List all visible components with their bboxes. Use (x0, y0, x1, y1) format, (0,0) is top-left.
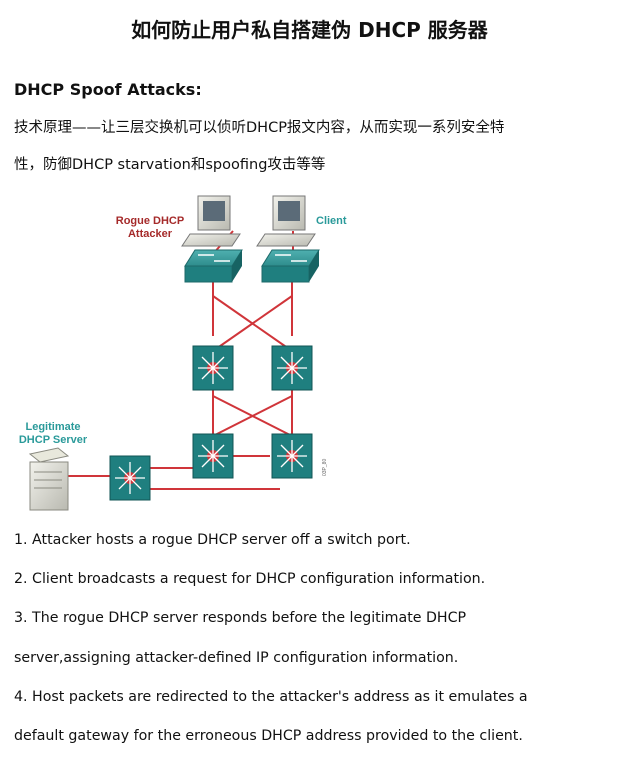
access-switch-right-icon (261, 249, 320, 283)
rogue-label-line1: Rogue DHCP (116, 215, 184, 227)
legitimate-server-icon (28, 447, 70, 511)
core-switch-right-icon (271, 433, 313, 479)
page-title: 如何防止用户私自搭建伪 DHCP 服务器 (131, 18, 488, 42)
access-switch-left-icon (184, 249, 243, 283)
distribution-switch-right-icon (271, 345, 313, 391)
distribution-switch-left-icon (192, 345, 234, 391)
figure-code: 03P_80 (322, 459, 328, 476)
rogue-pc-icon (181, 195, 241, 247)
step-line: server,assigning attacker-defined IP con… (14, 649, 459, 666)
intro-line-1: 技术原理——让三层交换机可以侦听DHCP报文内容，从而实现一系列安全特 (14, 120, 505, 136)
rogue-label-line2: Attacker (128, 228, 173, 240)
client-pc-icon (256, 195, 316, 247)
step-line: 2. Client broadcasts a request for DHCP … (14, 571, 486, 588)
client-label: Client (316, 215, 347, 227)
section-heading: DHCP Spoof Attacks: (14, 80, 202, 99)
core-switch-left-icon (192, 433, 234, 479)
server-switch-icon (109, 455, 151, 501)
network-diagram: Rogue DHCP Attacker Client Legitimate DH… (19, 195, 347, 511)
network-links (68, 230, 294, 490)
step-line: 1. Attacker hosts a rogue DHCP server of… (14, 532, 411, 548)
steps-list: 1. Attacker hosts a rogue DHCP server of… (14, 521, 614, 756)
step-line: 4. Host packets are redirected to the at… (14, 688, 528, 705)
step-line: default gateway for the erroneous DHCP a… (14, 728, 523, 745)
legitimate-label-line1: Legitimate (25, 421, 80, 433)
intro-line-2: 性，防御DHCP starvation和spoofing攻击等等 (14, 157, 326, 173)
legitimate-label-line2: DHCP Server (19, 434, 88, 446)
step-line: 3. The rogue DHCP server responds before… (14, 610, 467, 627)
intro-paragraph: 技术原理——让三层交换机可以侦听DHCP报文内容，从而实现一系列安全特 性，防御… (14, 110, 609, 184)
